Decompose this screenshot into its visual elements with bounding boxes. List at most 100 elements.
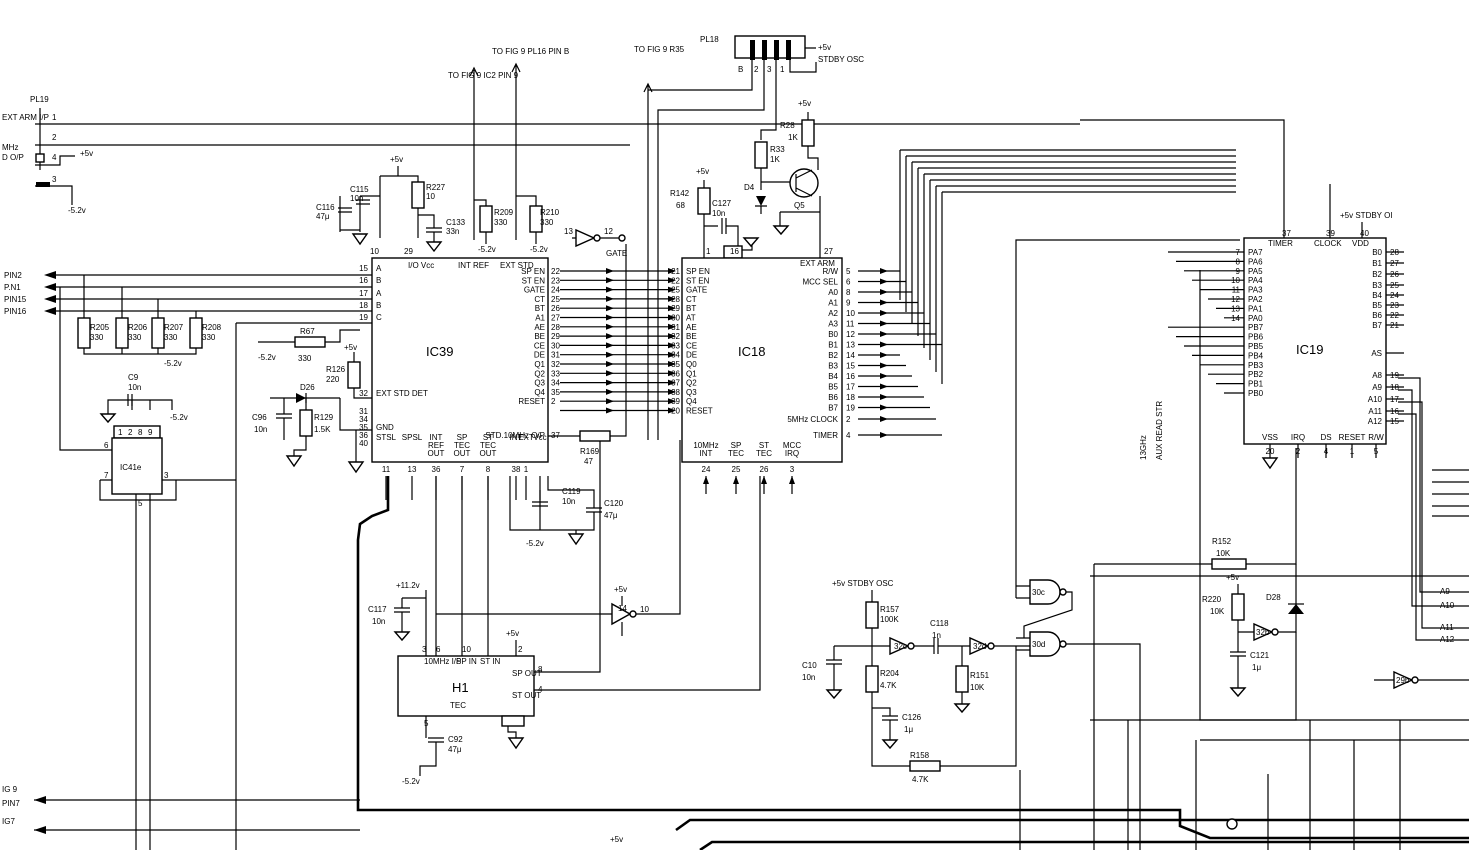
- c120-ref: C92: [448, 735, 463, 744]
- h1-pin-2: 2: [518, 645, 523, 654]
- ic39-pin-num: 33: [551, 369, 560, 378]
- pl18-connector: PL18 B 2 3 1 +5v STDBY OSC: [648, 35, 864, 440]
- r220-ref: R220: [1202, 595, 1222, 604]
- ic39-pin-num: 36: [359, 431, 368, 440]
- bus-arrow: [668, 351, 676, 358]
- ic39-pin-name: C: [376, 313, 382, 322]
- ic39-bottom-pin-num: 1: [524, 465, 529, 474]
- ic18-pin-num: 25: [671, 286, 680, 295]
- note-fig9-r35: TO FIG 9 R35: [634, 45, 685, 54]
- r142-ref: R142: [670, 189, 690, 198]
- left-signal-pin16: PIN16: [4, 307, 27, 316]
- ic19-pin-name: A11: [1368, 407, 1382, 416]
- r28-ref: R28: [780, 121, 795, 130]
- ic39-ext-std-network: R67 330 -5.2v +5v R126 220 D26 C96 10n R…: [235, 322, 372, 850]
- ic18-bottom-pin-name: SP: [731, 441, 742, 450]
- ic19-pin-name: AS: [1371, 349, 1382, 358]
- r210-ref: R210: [540, 208, 560, 217]
- r208-value: 330: [202, 333, 216, 342]
- ic39-ic18-bus: [560, 268, 676, 414]
- c127-ref: C127: [712, 199, 732, 208]
- ic19-pin-name: PA4: [1248, 276, 1263, 285]
- ic18-pin-name: Q4: [686, 397, 697, 406]
- ic19-pin-name: B0: [1372, 248, 1382, 257]
- r210-value: 330: [540, 218, 554, 227]
- bottom-fig7: IG7: [2, 817, 15, 826]
- ic39-pin-num: 2: [551, 397, 556, 406]
- ic41e-pin-8: 8: [138, 428, 143, 437]
- ic39-top-extstd: EXT STD: [500, 261, 534, 270]
- ic41e-name: IC41e: [120, 463, 142, 472]
- ic19-pin-name: PB1: [1248, 380, 1264, 389]
- ic19-pin-name: PA0: [1248, 314, 1263, 323]
- ic18-pin-num: 5: [846, 267, 851, 276]
- ic39-bottom-pin-name: OUT: [428, 449, 445, 458]
- ic18-pin-name: AT: [686, 314, 696, 323]
- c96-ref: C96: [252, 413, 267, 422]
- vp5-ic39: +5v: [390, 155, 403, 164]
- r206-ref: R206: [128, 323, 148, 332]
- ic39-bottom-pin-name: TEC: [480, 441, 496, 450]
- left-signal-pn1: P.N1: [4, 283, 21, 292]
- gate-buffer: 13 12 GATE: [564, 227, 627, 258]
- r204-ref: R204: [880, 669, 900, 678]
- c10-ref: C10: [802, 661, 817, 670]
- ic18-pin-name: DE: [686, 351, 697, 360]
- ic39-pin-name: STD.10MHz O/P: [485, 431, 545, 440]
- gate-32b: 32b: [1256, 628, 1270, 637]
- gate-32c: 32c: [894, 642, 907, 651]
- ic18-bottom-pin-num: 3: [790, 465, 795, 474]
- ic19-top-label: +5v STDBY OI: [1340, 211, 1393, 220]
- ic18-ic19-bus: [858, 149, 1236, 438]
- ic19-pin-name: B7: [1372, 321, 1382, 330]
- r33-ref: R33: [770, 145, 785, 154]
- inverter-14: +5v 14 10: [436, 440, 681, 636]
- ic18-pin-num: 14: [846, 351, 855, 360]
- bus-arrow: [606, 323, 614, 330]
- r227-ref: R227: [426, 183, 446, 192]
- ic41e-pin-7: 7: [104, 471, 109, 480]
- ic39-pin-num: 34: [359, 415, 368, 424]
- ic39-pin-name: B: [376, 301, 381, 310]
- c9-vm: -5.2v: [170, 413, 188, 422]
- h1-pin-8-name: SP OUT: [512, 669, 542, 678]
- ic18-pin-num: 11: [846, 320, 855, 329]
- ic39-power-components: +5v C116 47μ C115 10n R227 10 C133 33n R…: [316, 155, 560, 254]
- ic18-pin-name: TIMER: [813, 431, 838, 440]
- ic39-pin-name: Q4: [534, 388, 545, 397]
- r208-ref: R208: [202, 323, 222, 332]
- h1-name: H1: [452, 680, 469, 695]
- ic18-pin-name: AE: [686, 323, 697, 332]
- ic18-pin-name: B6: [828, 393, 838, 402]
- ic18-out-arrow: [880, 341, 888, 348]
- ic18-pin-name: 5MHz CLOCK: [787, 415, 838, 424]
- ic39-pin-name: A1: [535, 314, 545, 323]
- ic39-pin-num: 40: [359, 439, 368, 448]
- rbank-vm: -5.2v: [164, 359, 182, 368]
- ic18-pin-num: 16: [846, 372, 855, 381]
- ic39-bottom-pin-name: INT: [430, 433, 443, 442]
- ic18-pin-name: MCC SEL: [802, 278, 838, 287]
- right-address-labels: A9 A10 A11 A12: [1090, 377, 1469, 644]
- c118-ref: C118: [930, 619, 949, 628]
- ic39-pin-num: 31: [551, 351, 560, 360]
- gate-buffer-out-pin: 12: [604, 227, 613, 236]
- ic19-pin-name: PA6: [1248, 257, 1263, 266]
- r207-value: 330: [164, 333, 178, 342]
- ic18-pin-num: 34: [671, 351, 680, 360]
- ic19-bottom-pin-name: IRQ: [1291, 433, 1305, 442]
- bus-arrow: [668, 407, 676, 414]
- pl19-label: PL19: [30, 95, 49, 104]
- ic18-pin-name: B7: [828, 404, 838, 413]
- r142-vp: +5v: [696, 167, 709, 176]
- c9-value: 10n: [128, 383, 141, 392]
- pl18-pin-1: 1: [780, 65, 785, 74]
- bus-arrow: [668, 314, 676, 321]
- ic18-out-arrow: [880, 352, 888, 358]
- ic19-pin-name: PB3: [1248, 361, 1264, 370]
- ic18-pin-name: GATE: [686, 286, 707, 295]
- ic39-name: IC39: [426, 344, 453, 359]
- ic39-pin-num: 17: [359, 289, 368, 298]
- ic19-pin-name: B6: [1372, 311, 1382, 320]
- ic18-top-pin-1: 1: [706, 247, 711, 256]
